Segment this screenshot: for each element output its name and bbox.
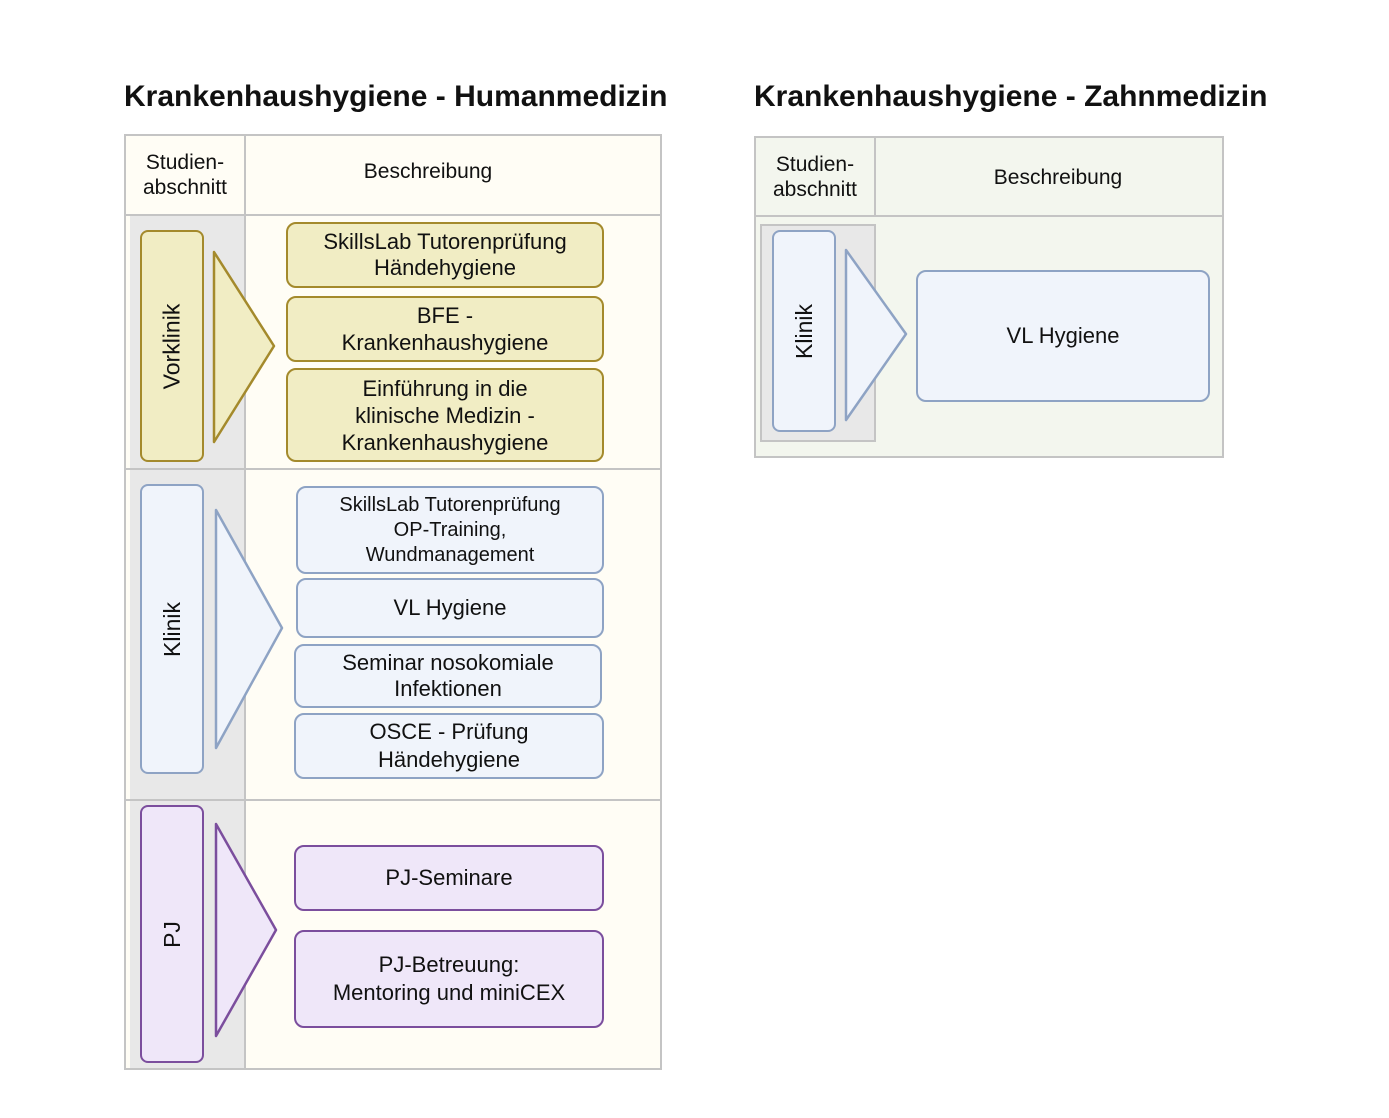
item-vl-hygiene-zahn: VL Hygiene	[916, 270, 1210, 402]
item-skillslab-op-training: SkillsLab Tutorenprüfung OP-Training, Wu…	[296, 486, 604, 574]
phase-label-klinik: Klinik	[158, 601, 185, 657]
chevron-right-icon	[214, 822, 278, 1038]
title-humanmedizin: Krankenhaushygiene - Humanmedizin	[124, 80, 668, 113]
phase-pj: PJ	[140, 805, 204, 1063]
chevron-right-icon	[844, 248, 908, 422]
chevron-right-icon	[214, 508, 284, 750]
phase-klinik: Klinik	[140, 484, 204, 774]
header-studienabschnitt: Studien- abschnitt	[772, 153, 858, 201]
phase-label-pj: PJ	[158, 920, 185, 948]
item-skillslab-haendehygiene: SkillsLab Tutorenprüfung Händehygiene	[286, 222, 604, 288]
title-zahnmedizin: Krankenhaushygiene - Zahnmedizin	[754, 80, 1268, 113]
row-divider	[124, 468, 662, 470]
item-osce-pruefung: OSCE - Prüfung Händehygiene	[294, 713, 604, 779]
item-einfuehrung-klinische-medizin: Einführung in die klinische Medizin - Kr…	[286, 368, 604, 462]
phase-label-vorklinik: Vorklinik	[158, 303, 185, 389]
item-pj-betreuung: PJ-Betreuung: Mentoring und miniCEX	[294, 930, 604, 1028]
row-divider	[124, 799, 662, 801]
item-seminar-nosokomiale-infektionen: Seminar nosokomiale Infektionen	[294, 644, 602, 708]
header-beschreibung: Beschreibung	[993, 165, 1123, 189]
header-divider	[754, 215, 1224, 217]
column-divider	[874, 136, 876, 216]
item-pj-seminare: PJ-Seminare	[294, 845, 604, 911]
header-beschreibung: Beschreibung	[363, 159, 493, 183]
header-studienabschnitt: Studien- abschnitt	[142, 151, 228, 199]
phase-vorklinik: Vorklinik	[140, 230, 204, 462]
phase-label-klinik-zahn: Klinik	[790, 303, 817, 359]
phase-klinik-zahn: Klinik	[772, 230, 836, 432]
item-bfe-krankenhaushygiene: BFE - Krankenhaushygiene	[286, 296, 604, 362]
header-divider	[124, 214, 662, 216]
item-vl-hygiene: VL Hygiene	[296, 578, 604, 638]
chevron-right-icon	[212, 250, 276, 444]
